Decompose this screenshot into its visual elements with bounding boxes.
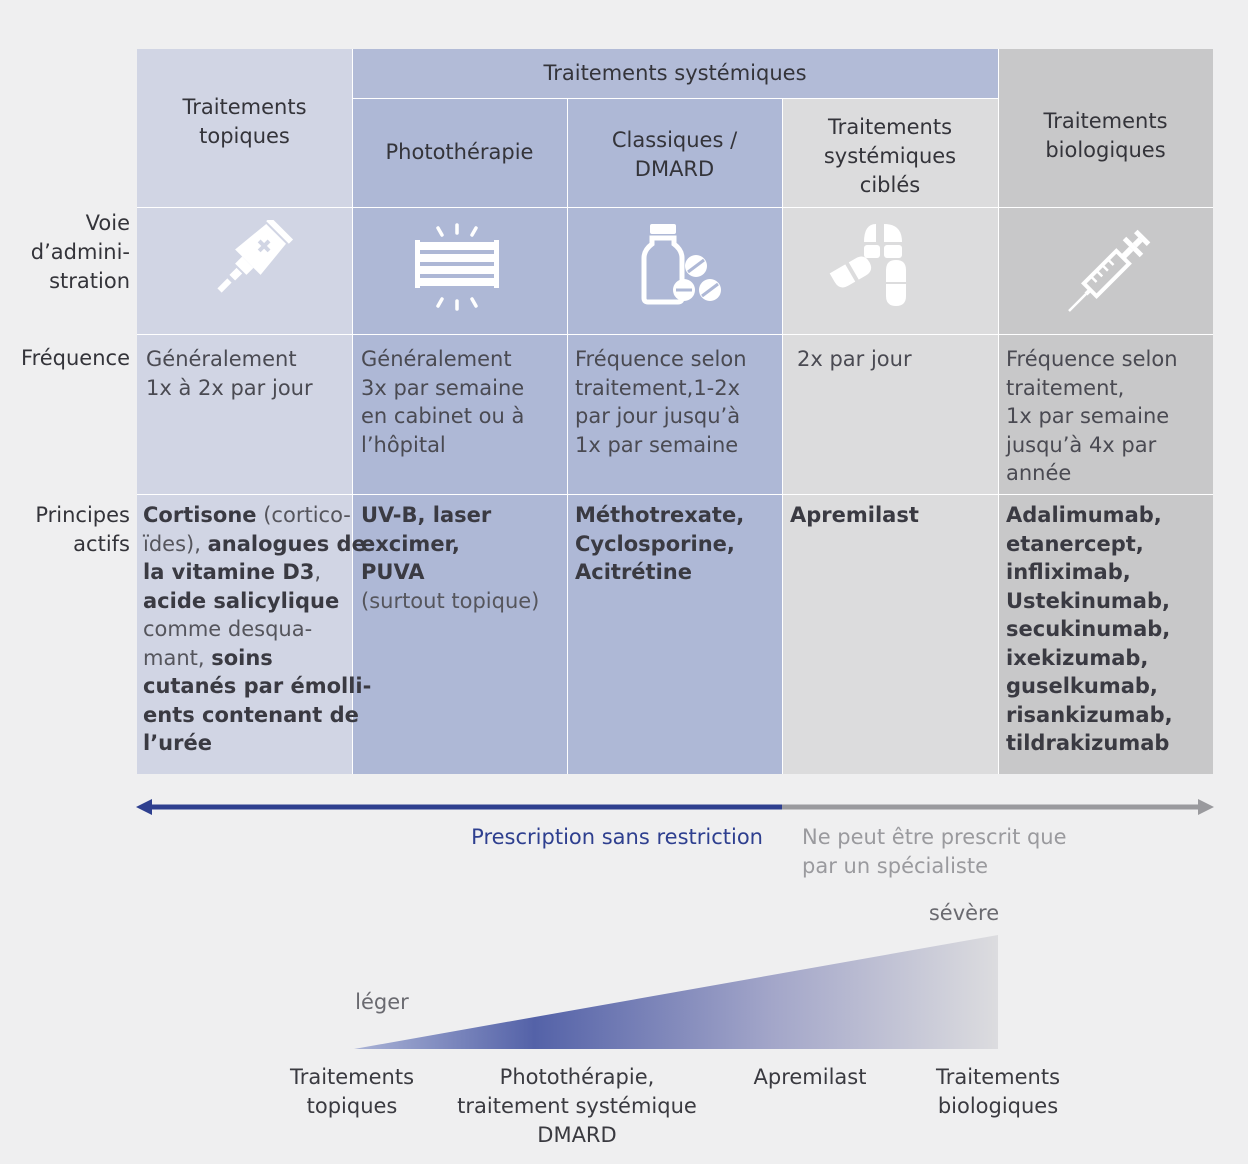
col-topiques-bg [137, 49, 352, 774]
header-systemic-group: Traitements systémiques [543, 61, 807, 85]
row-label-frequence: Fréquence [21, 346, 130, 370]
principes-phototherapie: UV-B, laser excimer, PUVA (surtout topiq… [361, 501, 539, 615]
grid-line [352, 98, 998, 99]
header-classiques: Classiques / DMARD [611, 128, 738, 181]
note-text: (surtout topique) [361, 588, 540, 613]
frequence-phototherapie: Généralement 3x par semaine en cabinet o… [361, 347, 525, 457]
col-cibles-bg [782, 98, 998, 774]
uv-lamp-icon [415, 223, 499, 311]
active-ingredient-text: UV-B, laser excimer, PUVA [361, 503, 492, 584]
header-biologiques: Traitements biologiques [1043, 109, 1168, 162]
syringe-icon [1068, 229, 1151, 312]
row-label-voie: Voie d’admini- stration [30, 211, 130, 293]
severity-high-label: sévère [928, 901, 1000, 925]
severity-axis-label-biologiques: Traitements biologiques [935, 1065, 1061, 1118]
active-ingredient-text: analogues de la vitamine D3 [143, 531, 366, 585]
severity-axis-label-apremilast: Apremilast [753, 1065, 867, 1089]
grid-line [782, 98, 783, 774]
prescription-right-label: Ne peut être prescrit que par un spécial… [802, 825, 1067, 878]
header-phototherapie: Photothérapie [385, 140, 534, 164]
principes-cibles: Apremilast [790, 501, 919, 530]
active-ingredient-text: Adalimumab, etanercept, infliximab, Uste… [1006, 503, 1173, 755]
active-ingredient-text: Méthotrexate, Cyclosporine, Acitrétine [575, 503, 745, 584]
header-cibles: Traitements systémiques ciblés [823, 114, 957, 197]
severity-low-label: léger [355, 990, 409, 1014]
grid-line [137, 494, 1213, 495]
row-label-principes: Principes actifs [35, 503, 130, 556]
grid-line [137, 334, 1213, 335]
severity-axis-label-topiques: Traitements topiques [289, 1065, 415, 1118]
col-bio-bg [998, 49, 1213, 774]
note-text: (cortico- ïdes), [143, 503, 351, 556]
grid-line [352, 49, 353, 774]
frequence-topiques: Généralement 1x à 2x par jour [146, 347, 313, 400]
grid-line [137, 207, 1213, 208]
prescription-arrow [136, 799, 1214, 815]
prescription-left-label: Prescription sans restriction [471, 825, 763, 849]
severity-axis-label-phototherapie: Photothérapie, traitement systémique DMA… [457, 1065, 697, 1147]
note-text: , [314, 560, 322, 584]
severity-gradient [354, 935, 998, 1049]
grid-line [567, 98, 568, 774]
grid-line [998, 49, 999, 774]
col-systemic-group-header-bg [352, 49, 998, 98]
note-text: comme desqua- mant, [143, 617, 313, 670]
principes-topiques: Cortisone (cortico- ïdes), analogues de … [143, 501, 371, 758]
frequence-classiques: Fréquence selon traitement,1-2x par jour… [575, 347, 747, 457]
active-ingredient-text: soins cutanés par émolli- ents contenant… [143, 645, 372, 756]
capsules-icon [829, 224, 906, 306]
ointment-tube-icon [217, 220, 294, 293]
principes-biologiques: Adalimumab, etanercept, infliximab, Uste… [1006, 501, 1173, 758]
principes-classiques: Méthotrexate, Cyclosporine, Acitrétine [575, 501, 744, 587]
active-ingredient-text: Apremilast [790, 503, 919, 527]
header-topiques: Traitements topiques [182, 95, 307, 148]
active-ingredient-text: Cortisone [143, 503, 257, 527]
frequence-cibles: 2x par jour [797, 347, 912, 371]
pill-bottle-icon [641, 224, 721, 305]
frequence-biologiques: Fréquence selon traitement, 1x par semai… [1006, 347, 1178, 485]
active-ingredient-text: acide salicylique [143, 588, 340, 613]
